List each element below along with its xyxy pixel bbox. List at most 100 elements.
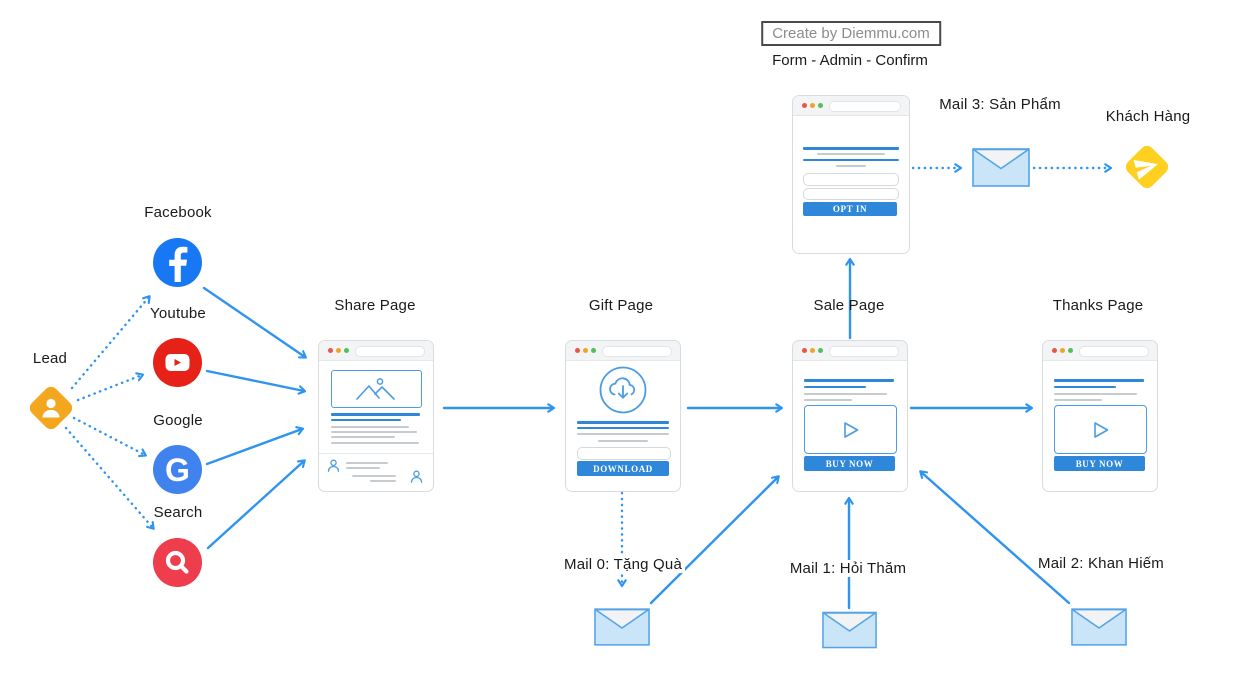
text-line [331,431,417,433]
youtube-label: Youtube [150,305,206,322]
lead-icon [26,383,76,433]
sale-page-label: Sale Page [813,297,885,314]
text-line [803,147,899,150]
window-dot-yellow [810,103,815,108]
credit-box: Create by Diemmu.com [761,21,941,46]
window-dot-red [328,348,333,353]
person-icon [42,398,60,418]
window-dot-yellow [583,348,588,353]
image-placeholder [331,370,422,408]
mail3-label: Mail 3: Sản Phẩm [939,96,1061,113]
window-dot-green [1068,348,1073,353]
text-line [331,442,419,444]
text-line [331,419,401,422]
window-dot-yellow [810,348,815,353]
text-line [346,462,388,464]
window-dot-yellow [1060,348,1065,353]
credit-subtitle: Form - Admin - Confirm [772,52,928,69]
google-label: Google [153,412,203,429]
buy-now-button: BUY NOW [1054,456,1145,471]
paper-plane-icon [1133,160,1158,180]
mail2-label: Mail 2: Khan Hiếm [1035,555,1167,572]
window-dot-green [344,348,349,353]
google-icon: G [153,445,202,494]
text-line [817,153,885,155]
url-bar [1079,346,1149,357]
arrow-mail0-to-sale [649,475,780,605]
share-page-label: Share Page [334,297,416,314]
cloud-download-icon [599,366,647,414]
text-line [1054,386,1116,389]
browser-chrome [319,341,433,361]
text-line [331,426,409,428]
opt-in-button: OPT IN [803,202,897,216]
url-bar [829,101,901,112]
search-label: Search [153,504,203,521]
svg-text:G: G [165,452,190,488]
browser-chrome [793,341,907,361]
text-line [370,480,396,482]
window-dot-green [818,103,823,108]
video-player [804,405,897,454]
text-line [331,436,395,438]
text-line [331,413,420,416]
arrow-mail2-to-sale [919,470,1071,605]
url-bar [602,346,672,357]
text-line [836,165,866,167]
mail1-label: Mail 1: Hỏi Thăm [786,560,910,577]
text-line [577,433,669,435]
text-line [577,421,669,424]
gift-page-label: Gift Page [588,297,654,314]
window-dot-green [591,348,596,353]
text-line [577,427,669,429]
url-bar [829,346,899,357]
optin-form-window: OPT IN [792,95,910,254]
facebook-icon [153,238,202,287]
window-dot-red [802,348,807,353]
mail3-envelope-icon [972,148,1030,187]
arrow-lead-to-youtube [76,372,145,402]
customer-icon [1122,142,1172,192]
commenter-icon [327,459,340,472]
commenter-icon [410,470,423,483]
window-dot-red [802,103,807,108]
text-line [804,393,887,395]
arrow-lead-to-search [64,426,155,530]
text-line [804,386,866,389]
window-dot-yellow [336,348,341,353]
buy-now-button: BUY NOW [804,456,895,471]
search-icon [153,538,202,587]
mail0-label: Mail 0: Tặng Quà [561,556,685,573]
form-field [803,173,899,186]
youtube-icon [153,338,202,387]
facebook-label: Facebook [144,204,212,221]
window-dot-red [575,348,580,353]
window-dot-red [1052,348,1057,353]
browser-chrome [566,341,680,361]
text-line [346,467,380,469]
text-line [598,440,648,442]
divider [319,453,433,454]
lead-label: Lead [32,350,68,367]
share-page-window [318,340,434,492]
image-placeholder-icon [355,378,395,400]
text-line [803,159,899,161]
text-line [1054,399,1102,401]
mail2-envelope-icon [1071,608,1127,646]
arrow-google-to-share [205,426,305,466]
email-field [577,447,671,460]
play-icon [843,421,858,438]
play-icon [1093,421,1108,438]
text-line [804,399,852,401]
text-line [352,475,396,477]
thanks-page-label: Thanks Page [1052,297,1144,314]
form-field [803,188,899,200]
video-player [1054,405,1147,454]
arrow-search-to-share [206,459,306,550]
arrow-facebook-to-share [202,286,307,359]
arrow-youtube-to-share [205,369,307,395]
browser-chrome [1043,341,1157,361]
text-line [804,379,894,382]
